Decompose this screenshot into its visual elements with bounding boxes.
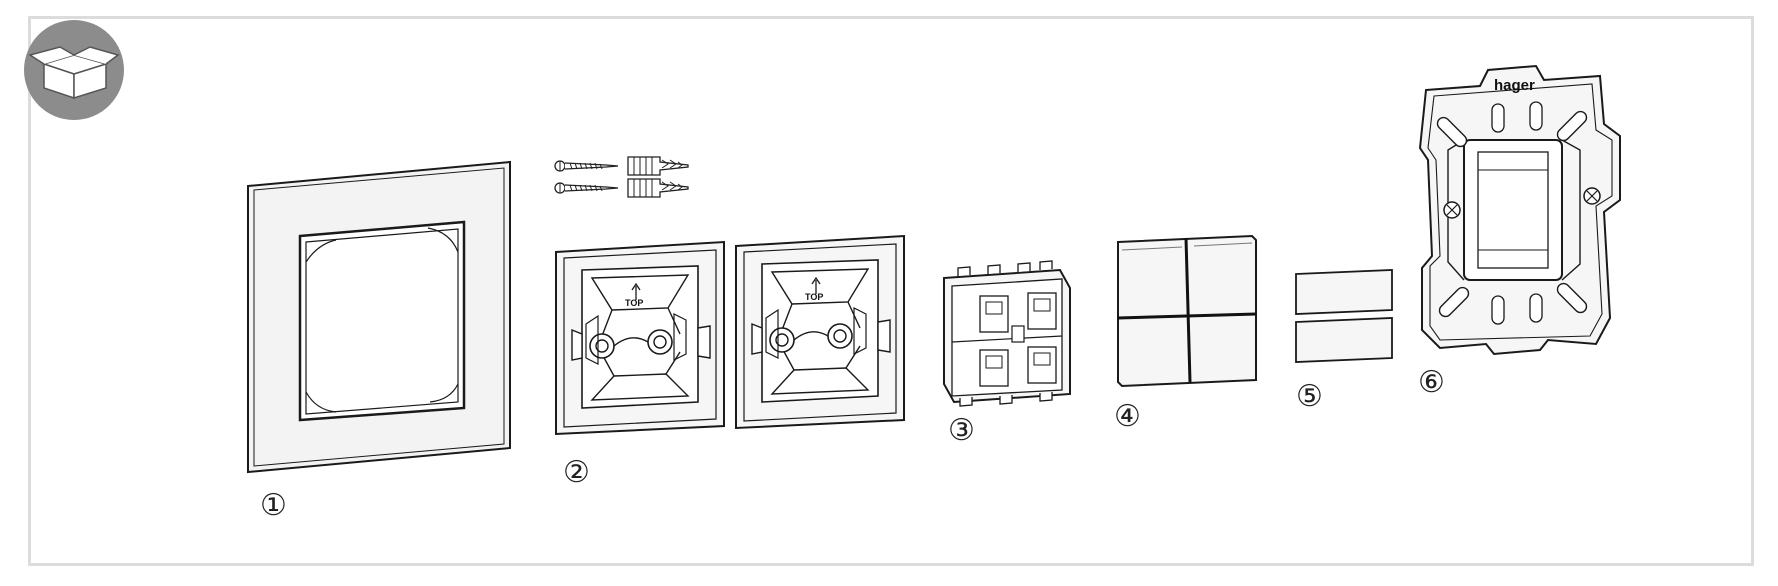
part-4-rocker-set: [1117, 234, 1257, 388]
part-1-cover-frame: [247, 160, 511, 474]
part-4-marker: ④: [1114, 399, 1141, 434]
part-6-support-frame: [1418, 64, 1621, 356]
part-2-screws-and-plugs: [554, 156, 689, 198]
part-5-labels: [1295, 269, 1393, 363]
support-frame-brand: hager: [1494, 77, 1535, 94]
part-3-push-button-module: [943, 260, 1071, 407]
open-box-icon: [24, 20, 124, 120]
part-5-marker: ⑤: [1296, 379, 1323, 414]
part-3-marker: ③: [948, 413, 975, 448]
part-2-marker: ②: [563, 455, 590, 490]
part-6-marker: ⑥: [1418, 365, 1445, 400]
plate-1-top-marking: TOP: [625, 298, 643, 308]
part-1-marker: ①: [260, 488, 287, 523]
plate-2-top-marking: TOP: [805, 292, 823, 302]
part-2-mounting-plates: [555, 235, 905, 435]
